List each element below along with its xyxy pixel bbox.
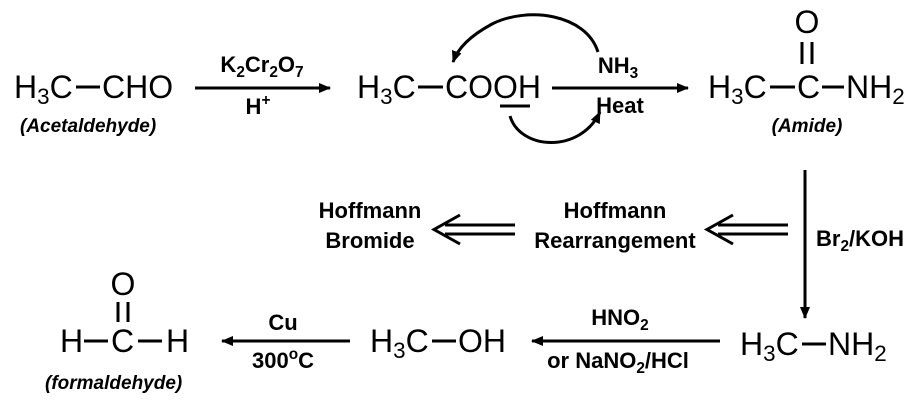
methanol-formula: H3C [370,323,429,363]
amide-oxygen: O [795,4,820,40]
nitrous-acid-reagent: HNO2 [591,305,648,334]
note-hoffmann-bromide-line2: Bromide [325,228,414,253]
amino-group: NH2 [846,69,905,109]
double-arrow-right [703,213,788,246]
formaldehyde-h-left: H [60,323,83,359]
double-arrow-left [430,213,515,246]
curved-arrow-nh3-attack [451,13,600,63]
formaldehyde-oxygen: O [111,266,136,302]
oxidation-reagent: K2Cr2O7 [220,52,303,81]
ammonia-reagent: NH3 [598,53,638,82]
amide-carbon: C [797,69,820,105]
acetaldehyde-formula: H3C [14,69,73,109]
note-hoffmann-rearrangement-line1: Hoffmann [564,198,667,223]
note-hoffmann-bromide-line1: Hoffmann [319,198,422,223]
acid-catalyst: H+ [246,92,271,119]
formaldehyde-carbon: C [111,323,134,359]
heat-condition: Heat [596,93,644,118]
formaldehyde-name: (formaldehyde) [45,373,182,394]
curved-arrow-oh-leaving [508,111,602,144]
note-hoffmann-rearrangement-line2: Rearrangement [534,228,696,253]
temperature-condition: 300oC [252,346,314,373]
acetaldehyde-name: (Acetaldehyde) [20,116,156,137]
copper-catalyst: Cu [268,310,297,335]
sodium-nitrite-reagent: or NaNO2/HCl [547,348,689,377]
methylamine-formula: H3C [740,326,799,366]
methylamine-amino-group: NH2 [828,326,887,366]
bromine-koh-reagent: Br2/KOH [816,226,904,255]
amide-name: (Amide) [772,116,843,137]
hydroxyl-group: OH [458,323,506,359]
amide-formula: H3C [708,69,767,109]
formaldehyde-h-right: H [166,323,189,359]
acetic-acid-formula: H3C [357,69,416,109]
aldehyde-group: CHO [102,69,173,105]
carboxyl-group: COOH [445,69,541,105]
